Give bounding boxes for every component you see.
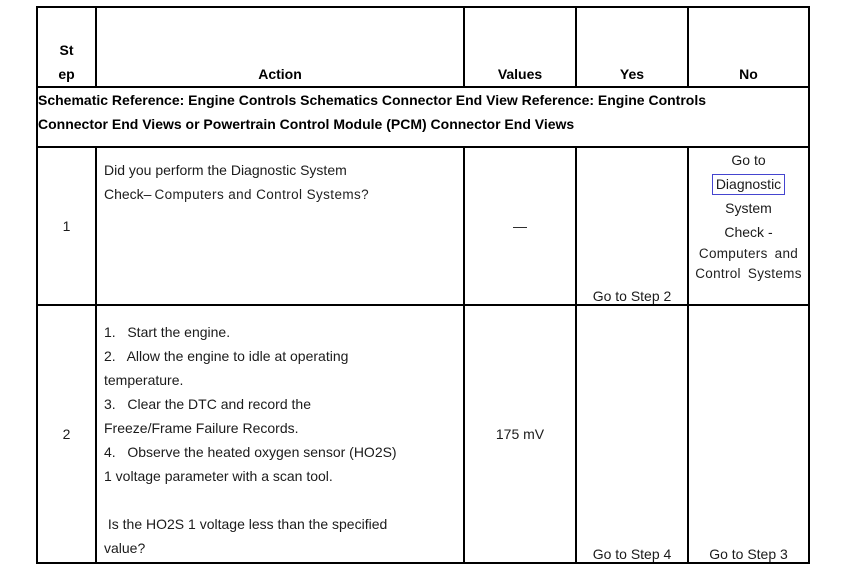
action-list-line: 2. Allow the engine to idle at operating [104, 348, 349, 364]
action-list-line: 1 voltage parameter with a scan tool. [104, 468, 333, 484]
no-text-subline: Computers and [698, 246, 799, 261]
action-text-line: Did you perform the Diagnostic System [104, 162, 347, 178]
table-row-step-2: 2 1. Start the engine. 2. Allow the engi… [36, 304, 810, 564]
values-text: 175 mV [495, 426, 545, 442]
step-number-cell: 2 [36, 304, 97, 564]
step-number: 2 [62, 426, 71, 442]
diagnostic-link[interactable]: Diagnostic [711, 174, 786, 195]
action-list-line: Freeze/Frame Failure Records. [104, 420, 299, 436]
step-header-line: St [59, 42, 74, 58]
diagnostic-table: St ep Action Values Yes No Schematic Ref… [36, 6, 810, 564]
action-text-main: Check– [104, 186, 152, 202]
col-header-values: Values [463, 6, 577, 88]
action-question-line: value? [104, 540, 146, 556]
goto-step-text: Go to Step 4 [592, 546, 672, 562]
action-list-line: 1. Start the engine. [104, 324, 231, 340]
action-question-line: Is the HO2S 1 voltage less than the spec… [104, 516, 388, 532]
schematic-reference-text: Connector End Views or Powertrain Contro… [38, 116, 575, 132]
values-dash: — [513, 218, 527, 234]
action-cell: Did you perform the Diagnostic System Ch… [95, 146, 465, 306]
goto-step-text: Go to Step 2 [592, 288, 672, 304]
action-list-line: 3. Clear the DTC and record the [104, 396, 311, 412]
schematic-reference-row: Schematic Reference: Engine Controls Sch… [36, 86, 810, 148]
col-header-step: St ep [36, 6, 97, 88]
action-list-line: temperature. [104, 372, 184, 388]
no-text-line: Diagnostic [690, 172, 807, 196]
no-text-line: Go to [731, 152, 766, 168]
header-row: St ep Action Values Yes No [36, 6, 810, 88]
no-cell: Go to Step 3 [687, 304, 810, 564]
step-number-cell: 1 [36, 146, 97, 306]
schematic-reference-text: Schematic Reference: Engine Controls Sch… [38, 92, 707, 108]
table-row-step-1: 1 Did you perform the Diagnostic System … [36, 146, 810, 306]
no-cell: Go to Diagnostic System Check - Computer… [687, 146, 810, 306]
values-cell: — [463, 146, 577, 306]
yes-cell: Go to Step 2 [575, 146, 689, 306]
yes-cell: Go to Step 4 [575, 304, 689, 564]
step-number: 1 [62, 218, 71, 234]
no-text-line: Check - [724, 224, 773, 240]
no-text-subline: Control Systems [695, 266, 802, 281]
action-text-sub: Computers and Control Systems? [154, 187, 370, 202]
action-cell: 1. Start the engine. 2. Allow the engine… [95, 304, 465, 564]
col-header-no: No [687, 6, 810, 88]
step-header-line: ep [58, 66, 75, 82]
goto-step-text: Go to Step 3 [709, 546, 788, 562]
no-text-line: System [725, 200, 772, 216]
values-cell: 175 mV [463, 304, 577, 564]
blank-line [104, 488, 457, 512]
col-header-yes: Yes [575, 6, 689, 88]
action-text-line: Check–Computers and Control Systems? [104, 182, 457, 207]
action-list-line: 4. Observe the heated oxygen sensor (HO2… [104, 444, 397, 460]
col-header-action: Action [95, 6, 465, 88]
schematic-reference-cell: Schematic Reference: Engine Controls Sch… [36, 86, 810, 148]
